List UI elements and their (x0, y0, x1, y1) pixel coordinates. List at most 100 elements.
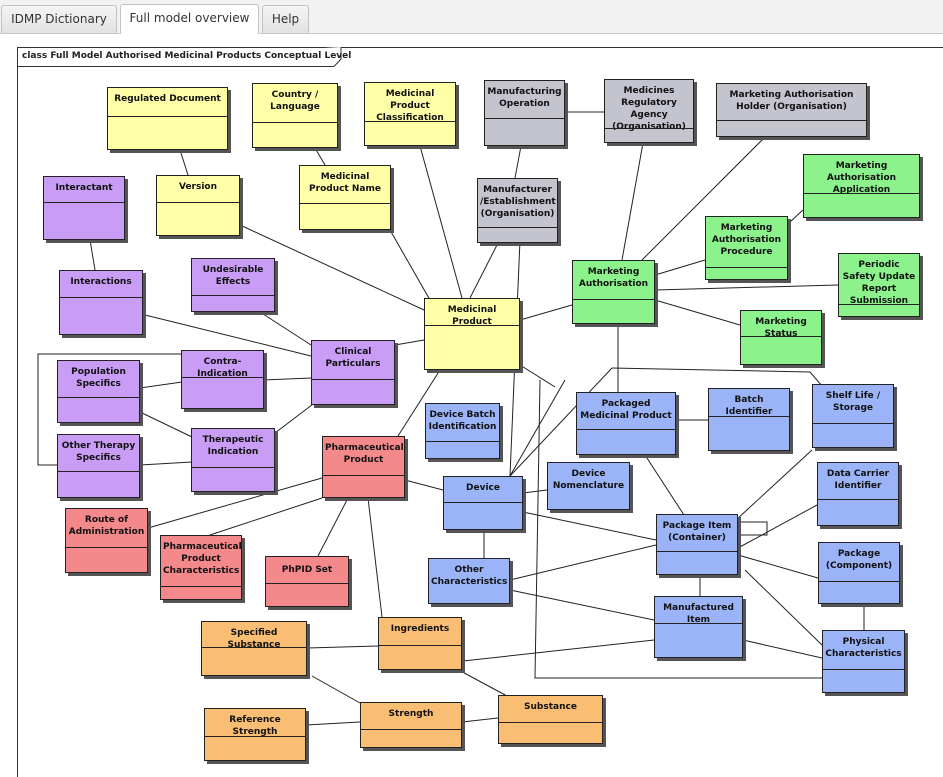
class-label: Therapeutic Indication (202, 435, 264, 457)
tab-full-model-overview[interactable]: Full model overview (120, 4, 259, 34)
class-separator (379, 645, 461, 646)
class-other-therapy-specifics[interactable]: Other Therapy Specifics (57, 434, 140, 498)
class-medicinal-product[interactable]: Medicinal Product (424, 298, 520, 370)
class-psur-submission[interactable]: Periodic Safety Update Report Submission (838, 253, 920, 317)
class-label: Interactant (55, 183, 113, 193)
class-separator (202, 647, 306, 648)
class-device-batch-identification[interactable]: Device Batch Identification (425, 403, 500, 459)
class-marketing-status[interactable]: Marketing Status (740, 310, 822, 365)
class-label: Physical Characteristics (825, 637, 902, 659)
class-manufacturer-establishment[interactable]: Manufacturer /Establishment (Organisatio… (477, 178, 558, 243)
class-ma-application[interactable]: Marketing Authorisation Application (803, 154, 920, 218)
class-ingredients[interactable]: Ingredients (378, 617, 462, 670)
class-label: Other Therapy Specifics (61, 441, 136, 463)
class-label: Specified Substance (227, 628, 281, 650)
class-label: Contra-Indication (197, 357, 248, 379)
class-label: Substance (524, 702, 577, 712)
class-package-component[interactable]: Package (Component) (818, 542, 900, 604)
class-separator (161, 586, 241, 587)
class-label: Manufactured Item (663, 603, 734, 625)
class-label: Device Batch Identification (428, 410, 497, 432)
class-separator (157, 202, 239, 203)
class-data-carrier-identifier[interactable]: Data Carrier Identifier (817, 462, 899, 526)
class-marketing-authorisation[interactable]: Marketing Authorisation (572, 260, 655, 324)
class-label: Other Characteristics (431, 565, 508, 587)
class-therapeutic-indication[interactable]: Therapeutic Indication (191, 428, 275, 492)
class-clinical-particulars[interactable]: Clinical Particulars (311, 340, 395, 405)
class-label: Shelf Life / Storage (825, 391, 881, 413)
class-ma-procedure[interactable]: Marketing Authorisation Procedure (705, 216, 788, 280)
class-pharmaceutical-product-characteristics[interactable]: Pharmaceutical Product Characteristics (160, 535, 242, 600)
class-substance[interactable]: Substance (498, 695, 603, 744)
class-separator (58, 397, 139, 398)
class-separator (709, 416, 789, 417)
class-device-nomenclature[interactable]: Device Nomenclature (547, 462, 630, 510)
tab-idmp-dictionary[interactable]: IDMP Dictionary (1, 5, 117, 33)
class-separator (444, 502, 522, 503)
class-regulated-document[interactable]: Regulated Document (107, 87, 228, 150)
class-separator (192, 467, 274, 468)
class-packaged-medicinal-product[interactable]: Packaged Medicinal Product (576, 392, 676, 455)
class-package-item-container[interactable]: Package Item (Container) (656, 514, 738, 575)
class-separator (819, 581, 899, 582)
class-label: Ingredients (390, 624, 450, 634)
class-label: Batch Identifier (725, 395, 773, 417)
class-interactions[interactable]: Interactions (59, 270, 143, 335)
class-medicines-regulatory-agency[interactable]: Medicines Regulatory Agency (Organisatio… (604, 79, 694, 143)
class-label: Medicinal Product Name (309, 172, 381, 194)
class-specified-substance[interactable]: Specified Substance (201, 621, 307, 676)
class-label: Reference Strength (229, 715, 281, 737)
class-separator (192, 295, 274, 296)
class-shelf-life-storage[interactable]: Shelf Life / Storage (812, 384, 894, 448)
class-separator (804, 193, 919, 194)
class-medicinal-product-name[interactable]: Medicinal Product Name (299, 165, 391, 230)
class-undesirable-effects[interactable]: Undesirable Effects (191, 258, 275, 312)
tab-help[interactable]: Help (262, 5, 309, 33)
class-separator (741, 336, 821, 337)
class-separator (839, 304, 919, 305)
class-label: Package Item (Container) (662, 521, 732, 543)
class-other-characteristics[interactable]: Other Characteristics (428, 558, 510, 604)
class-label: Medicinal Product Classification (376, 89, 444, 123)
class-separator (312, 379, 394, 380)
class-version[interactable]: Version (156, 175, 240, 236)
class-label: Regulated Document (114, 94, 221, 104)
class-separator (425, 325, 519, 326)
class-label: Undesirable Effects (202, 265, 264, 287)
class-phpid-set[interactable]: PhPID Set (265, 556, 349, 607)
class-label: Manufacturing Operation (487, 87, 562, 109)
class-medicinal-product-classification[interactable]: Medicinal Product Classification (364, 82, 456, 146)
class-label: Clinical Particulars (325, 347, 381, 369)
class-label: Marketing Authorisation (578, 267, 649, 289)
tab-bar: IDMP Dictionary Full model overview Help (0, 0, 943, 34)
class-separator (818, 499, 898, 500)
class-batch-identifier[interactable]: Batch Identifier (708, 388, 790, 451)
class-device[interactable]: Device (443, 476, 523, 530)
class-separator (485, 118, 564, 119)
class-separator (706, 267, 787, 268)
class-label: Interactions (70, 277, 132, 287)
class-separator (361, 729, 461, 730)
class-label: Population Specifics (71, 367, 126, 389)
class-interactant[interactable]: Interactant (43, 176, 125, 240)
class-pharmaceutical-product[interactable]: Pharmaceutical Product (322, 436, 405, 498)
class-reference-strength[interactable]: Reference Strength (204, 708, 306, 761)
class-separator (365, 121, 455, 122)
class-label: Package (Component) (825, 549, 893, 571)
class-manufacturing-operation[interactable]: Manufacturing Operation (484, 80, 565, 146)
class-label: Pharmaceutical Product (325, 443, 404, 465)
class-country-language[interactable]: Country / Language (252, 83, 338, 148)
diagram-title: class Full Model Authorised Medicinal Pr… (22, 51, 352, 61)
class-contra-indication[interactable]: Contra-Indication (181, 350, 264, 409)
class-ma-holder[interactable]: Marketing Authorisation Holder (Organisa… (716, 83, 867, 137)
class-label: Pharmaceutical Product Characteristics (163, 542, 242, 576)
class-route-of-administration[interactable]: Route of Administration (65, 508, 148, 573)
class-label: Marketing Authorisation Application (826, 161, 897, 195)
class-strength[interactable]: Strength (360, 702, 462, 748)
class-separator (300, 203, 390, 204)
class-population-specifics[interactable]: Population Specifics (57, 360, 140, 423)
class-separator (58, 471, 139, 472)
class-label: PhPID Set (281, 565, 333, 575)
class-manufactured-item[interactable]: Manufactured Item (654, 596, 743, 658)
class-physical-characteristics[interactable]: Physical Characteristics (822, 630, 905, 693)
